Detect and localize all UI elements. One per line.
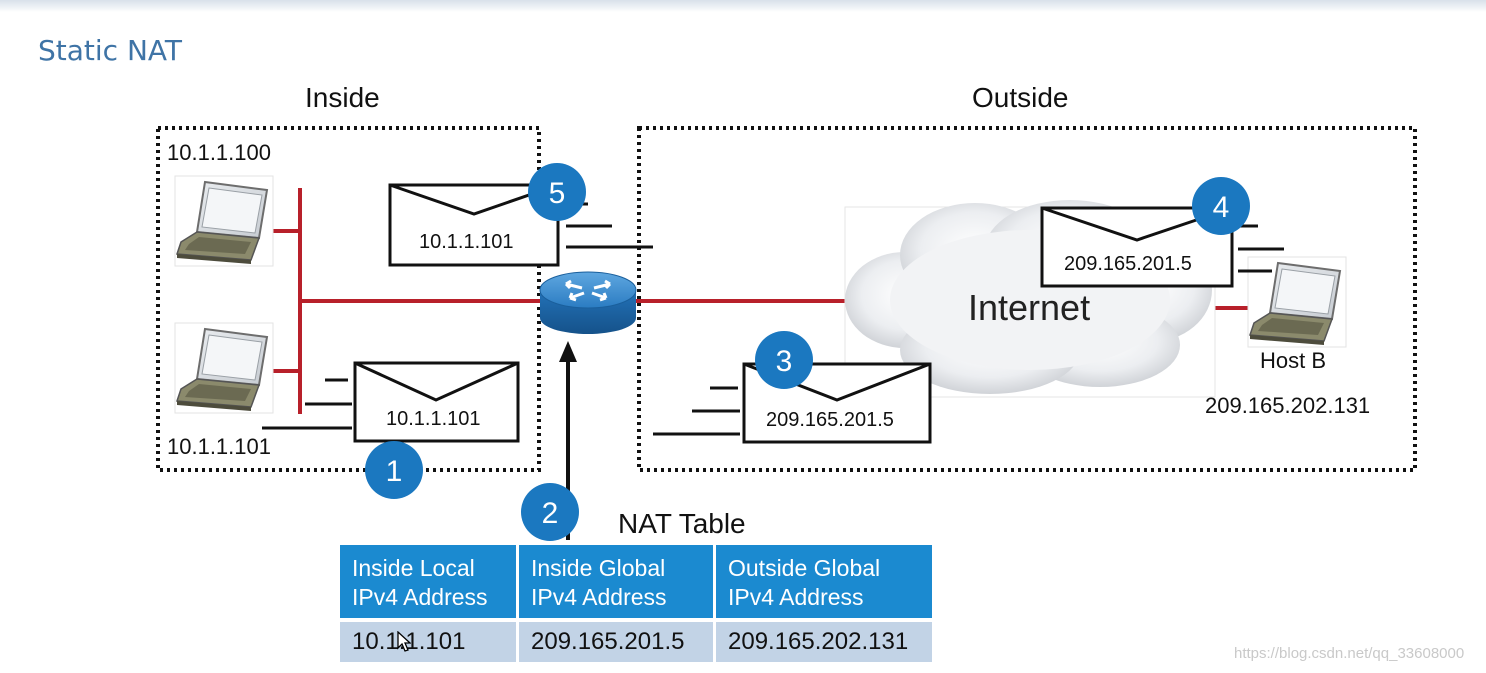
cell-inside-global: 209.165.201.5 (519, 618, 713, 662)
mouse-cursor-icon (397, 631, 411, 652)
header-outside-global-line2: IPv4 Address (728, 584, 864, 610)
header-inside-local-line1: Inside Local (352, 555, 475, 581)
step-4-number: 4 (1213, 191, 1230, 224)
nat-lookup-arrowhead (559, 341, 577, 362)
packet-1-address: 10.1.1.101 (386, 408, 481, 430)
inside-host-2-laptop-icon (174, 322, 274, 414)
outside-zone-label: Outside (972, 82, 1069, 113)
packet-5 (388, 183, 653, 267)
inside-zone-label: Inside (305, 82, 380, 113)
host-b-ip: 209.165.202.131 (1205, 393, 1370, 418)
watermark: https://blog.csdn.net/qq_33608000 (1234, 645, 1465, 662)
header-inside-local: Inside Local IPv4 Address (340, 545, 516, 618)
nat-table: Inside Local IPv4 Address Inside Global … (337, 545, 935, 662)
packet-1 (262, 361, 520, 443)
cell-inside-local: 10.1.1.101 (340, 618, 516, 662)
top-banner-strip (0, 0, 1486, 12)
step-badge-1: 1 (365, 441, 423, 499)
packet-4-address: 209.165.201.5 (1064, 253, 1192, 275)
header-inside-global-line1: Inside Global (531, 555, 666, 581)
step-2-number: 2 (542, 497, 559, 530)
router-icon (539, 271, 637, 334)
nat-table-row: 10.1.1.101 209.165.201.5 209.165.202.131 (340, 618, 932, 662)
step-badge-3: 3 (755, 331, 813, 389)
inside-host-2-ip: 10.1.1.101 (167, 434, 271, 459)
host-b-label: Host B (1260, 348, 1326, 373)
step-1-number: 1 (386, 455, 403, 488)
page-title: Static NAT (38, 34, 182, 67)
header-inside-global: Inside Global IPv4 Address (519, 545, 713, 618)
step-5-number: 5 (549, 177, 566, 210)
step-badge-4: 4 (1192, 177, 1250, 235)
inside-host-1-ip: 10.1.1.100 (167, 140, 271, 165)
nat-table-title: NAT Table (618, 508, 746, 539)
step-badge-2: 2 (521, 483, 579, 541)
nat-table-header-row: Inside Local IPv4 Address Inside Global … (340, 545, 932, 618)
step-3-number: 3 (776, 345, 793, 378)
packet-3-address: 209.165.201.5 (766, 409, 894, 431)
header-inside-local-line2: IPv4 Address (352, 584, 488, 610)
header-inside-global-line2: IPv4 Address (531, 584, 667, 610)
internet-label: Internet (968, 287, 1090, 328)
cell-outside-global: 209.165.202.131 (716, 618, 932, 662)
header-outside-global-line1: Outside Global (728, 555, 881, 581)
inside-host-1-laptop-icon (174, 175, 274, 267)
inside-zone-boundary (156, 126, 541, 472)
step-badge-5: 5 (528, 163, 586, 221)
header-outside-global: Outside Global IPv4 Address (716, 545, 932, 618)
packet-5-address: 10.1.1.101 (419, 231, 514, 253)
